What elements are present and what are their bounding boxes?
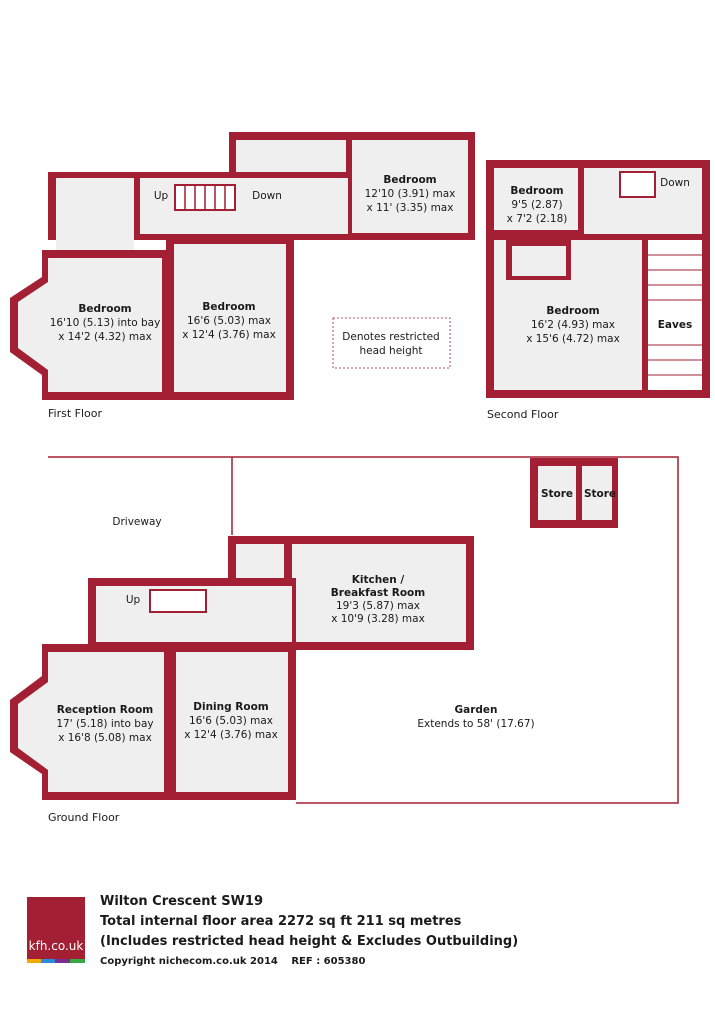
- dining-dim1: 16'6 (5.03) max: [189, 715, 273, 727]
- legend-line2: head height: [359, 345, 422, 357]
- property-title: Wilton Crescent SW19: [100, 894, 263, 909]
- eaves-hatch: [648, 254, 702, 376]
- ff-bedroom-right-dim2: x 11' (3.35) max: [367, 202, 454, 214]
- ff-bedroom-mid-dim1: 16'6 (5.03) max: [187, 315, 271, 327]
- restricted-height-legend: Denotes restricted head height: [332, 317, 451, 369]
- ground-floor-label: Ground Floor: [48, 811, 120, 824]
- dining-dim2: x 12'4 (3.76) max: [184, 729, 278, 741]
- dining-floor: [176, 652, 288, 792]
- ff-bedroom-mid-dim2: x 12'4 (3.76) max: [182, 329, 276, 341]
- kitchen-name2: Breakfast Room: [331, 587, 425, 599]
- kitchen-name1: Kitchen /: [352, 574, 405, 586]
- area-note: (Includes restricted head height & Exclu…: [100, 934, 519, 949]
- eaves-label: Eaves: [658, 319, 692, 331]
- store2-label: Store: [584, 488, 616, 500]
- store1-label: Store: [541, 488, 573, 500]
- garden-dim: Extends to 58' (17.67): [417, 718, 534, 730]
- plot-boundary: [48, 456, 679, 804]
- kitchen-floor: [292, 544, 466, 642]
- sf-stairs-down: Down: [660, 177, 690, 189]
- legend-line1: Denotes restricted: [342, 331, 439, 343]
- kitchen-dim2: x 10'9 (3.28) max: [331, 613, 425, 625]
- ff-bathroom: [56, 178, 134, 258]
- ff-bedroom-mid-floor: [174, 244, 286, 392]
- sf-bedroom-small-floor: [494, 168, 578, 230]
- driveway-label: Driveway: [112, 516, 161, 528]
- reference: REF : 605380: [291, 956, 366, 967]
- copyright-line: Copyright nichecom.co.uk 2014 REF : 6053…: [100, 956, 365, 967]
- second-floor-plan: Bedroom 9'5 (2.87) x 7'2 (2.18) Bedroom …: [486, 160, 710, 421]
- store2-floor: [582, 466, 612, 520]
- dining-name: Dining Room: [193, 701, 269, 713]
- sf-bedroom-small-dim1: 9'5 (2.87): [511, 199, 562, 211]
- first-floor-plan: Bedroom 16'10 (5.13) into bay x 14'2 (4.…: [10, 132, 475, 420]
- ff-stairs-up: Up: [154, 190, 169, 202]
- stairs-ff: [174, 184, 236, 211]
- ff-bedroom-right-floor: [352, 140, 468, 233]
- ff-stairs-down: Down: [252, 190, 282, 202]
- window: [90, 392, 130, 400]
- sf-bedroom-large-name: Bedroom: [546, 305, 599, 317]
- first-floor-label: First Floor: [48, 407, 102, 420]
- window: [204, 392, 244, 400]
- sf-bedroom-small-name: Bedroom: [510, 185, 563, 197]
- ff-bedroom-right-dim1: 12'10 (3.91) max: [365, 188, 456, 200]
- sf-bedroom-large-dim1: 16'2 (4.93) max: [531, 319, 615, 331]
- ground-floor-plan: Store Store Reception Room 17' (5.18) in…: [10, 456, 679, 824]
- ff-bedroom-right-name: Bedroom: [383, 174, 436, 186]
- sf-bedroom-large-dim2: x 15'6 (4.72) max: [526, 333, 620, 345]
- ff-bedroom-bay-floor: [18, 258, 162, 392]
- ff-bedroom-bay-dim1: 16'10 (5.13) into bay: [50, 317, 161, 329]
- kitchen-dim1: 19'3 (5.87) max: [336, 600, 420, 612]
- eaves-area: [648, 240, 702, 390]
- ff-bedroom-bay-dim2: x 14'2 (4.32) max: [58, 331, 152, 343]
- garden-name: Garden: [455, 704, 498, 716]
- sf-bedroom-small-dim2: x 7'2 (2.18): [507, 213, 568, 225]
- window: [208, 792, 248, 800]
- stairs-gf: [149, 589, 207, 613]
- second-floor-label: Second Floor: [487, 408, 559, 421]
- reception-name: Reception Room: [57, 704, 154, 716]
- reception-floor: [18, 652, 164, 792]
- store1-floor: [538, 466, 576, 520]
- kfh-logo: kfh.co.uk: [27, 897, 85, 963]
- window: [90, 792, 130, 800]
- reception-dim2: x 16'8 (5.08) max: [58, 732, 152, 744]
- ff-bedroom-bay-name: Bedroom: [78, 303, 131, 315]
- copyright: Copyright nichecom.co.uk 2014: [100, 956, 278, 967]
- floor-area: Total internal floor area 2272 sq ft 211…: [100, 914, 462, 929]
- sf-ensuite: [512, 246, 566, 276]
- stairs-sf: [619, 171, 656, 198]
- gf-stairs-up: Up: [126, 594, 141, 606]
- reception-dim1: 17' (5.18) into bay: [56, 718, 153, 730]
- logo-text: kfh.co.uk: [29, 939, 84, 953]
- ff-bedroom-mid-name: Bedroom: [202, 301, 255, 313]
- landing: [140, 178, 348, 234]
